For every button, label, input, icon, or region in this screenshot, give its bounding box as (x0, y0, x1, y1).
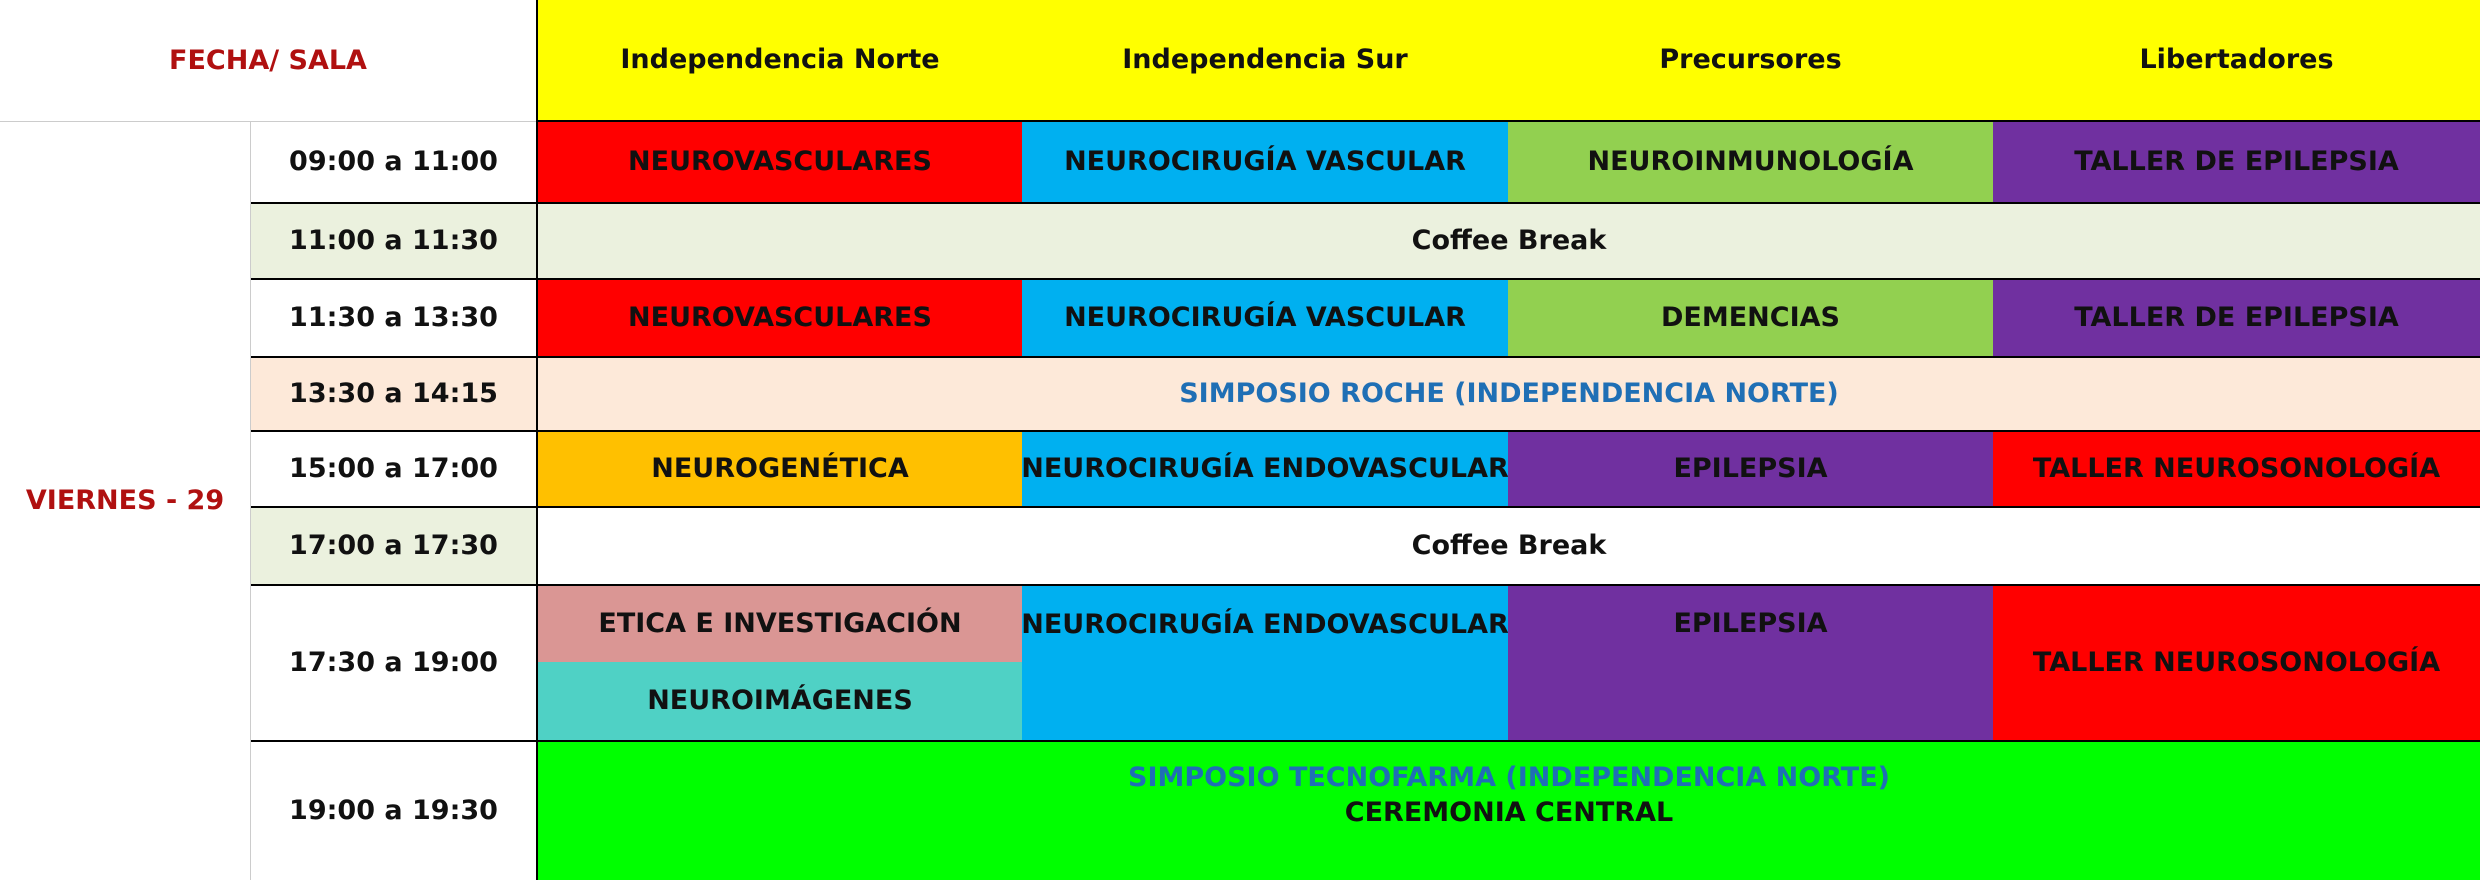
coffee-break-banner: Coffee Break (536, 508, 2480, 586)
day-label: VIERNES - 29 (0, 122, 251, 880)
session-cell: NEUROCIRUGÍA VASCULAR (1022, 122, 1510, 204)
time-slot: 11:00 a 11:30 (251, 204, 538, 280)
symposium-tecnofarma-label: SIMPOSIO TECNOFARMA (INDEPENDENCIA NORTE… (1128, 762, 1890, 793)
coffee-break-banner: Coffee Break (536, 204, 2480, 280)
session-cell: EPILEPSIA (1508, 586, 1995, 664)
room-header-independencia-norte: Independencia Norte (536, 0, 1024, 122)
session-cell: TALLER NEUROSONOLOGÍA (1993, 586, 2480, 742)
room-header-precursores: Precursores (1508, 0, 1995, 122)
time-slot: 17:30 a 19:00 (251, 586, 538, 742)
time-slot: 09:00 a 11:00 (251, 122, 538, 204)
time-slot: 19:00 a 19:30 (251, 742, 538, 880)
time-slot: 13:30 a 14:15 (251, 358, 538, 432)
session-cell: TALLER DE EPILEPSIA (1993, 280, 2480, 358)
session-cell-empty (1508, 662, 1995, 742)
session-cell-empty (1022, 662, 1510, 742)
header-corner: FECHA/ SALA (0, 0, 538, 122)
session-cell: NEUROCIRUGÍA ENDOVASCULAR (1022, 586, 1510, 664)
time-slot: 11:30 a 13:30 (251, 280, 538, 358)
session-cell: NEUROCIRUGÍA VASCULAR (1022, 280, 1510, 358)
session-cell: NEUROIMÁGENES (536, 662, 1024, 742)
session-cell: NEUROINMUNOLOGÍA (1508, 122, 1995, 204)
session-cell: TALLER DE EPILEPSIA (1993, 122, 2480, 204)
room-header-independencia-sur: Independencia Sur (1022, 0, 1510, 122)
ceremonia-central-label: CEREMONIA CENTRAL (1344, 797, 1674, 829)
time-slot: 15:00 a 17:00 (251, 432, 538, 508)
session-cell: ETICA E INVESTIGACIÓN (536, 586, 1024, 664)
session-cell: DEMENCIAS (1508, 280, 1995, 358)
session-cell: NEUROCIRUGÍA ENDOVASCULAR (1022, 432, 1510, 508)
closing-banner: SIMPOSIO TECNOFARMA (INDEPENDENCIA NORTE… (536, 742, 2480, 880)
session-cell: EPILEPSIA (1508, 432, 1995, 508)
session-cell: NEUROVASCULARES (536, 122, 1024, 204)
symposium-banner: SIMPOSIO ROCHE (INDEPENDENCIA NORTE) (536, 358, 2480, 432)
time-slot: 17:00 a 17:30 (251, 508, 538, 586)
session-cell: TALLER NEUROSONOLOGÍA (1993, 432, 2480, 508)
session-cell: NEUROGENÉTICA (536, 432, 1024, 508)
session-cell: NEUROVASCULARES (536, 280, 1024, 358)
room-header-libertadores: Libertadores (1993, 0, 2480, 122)
